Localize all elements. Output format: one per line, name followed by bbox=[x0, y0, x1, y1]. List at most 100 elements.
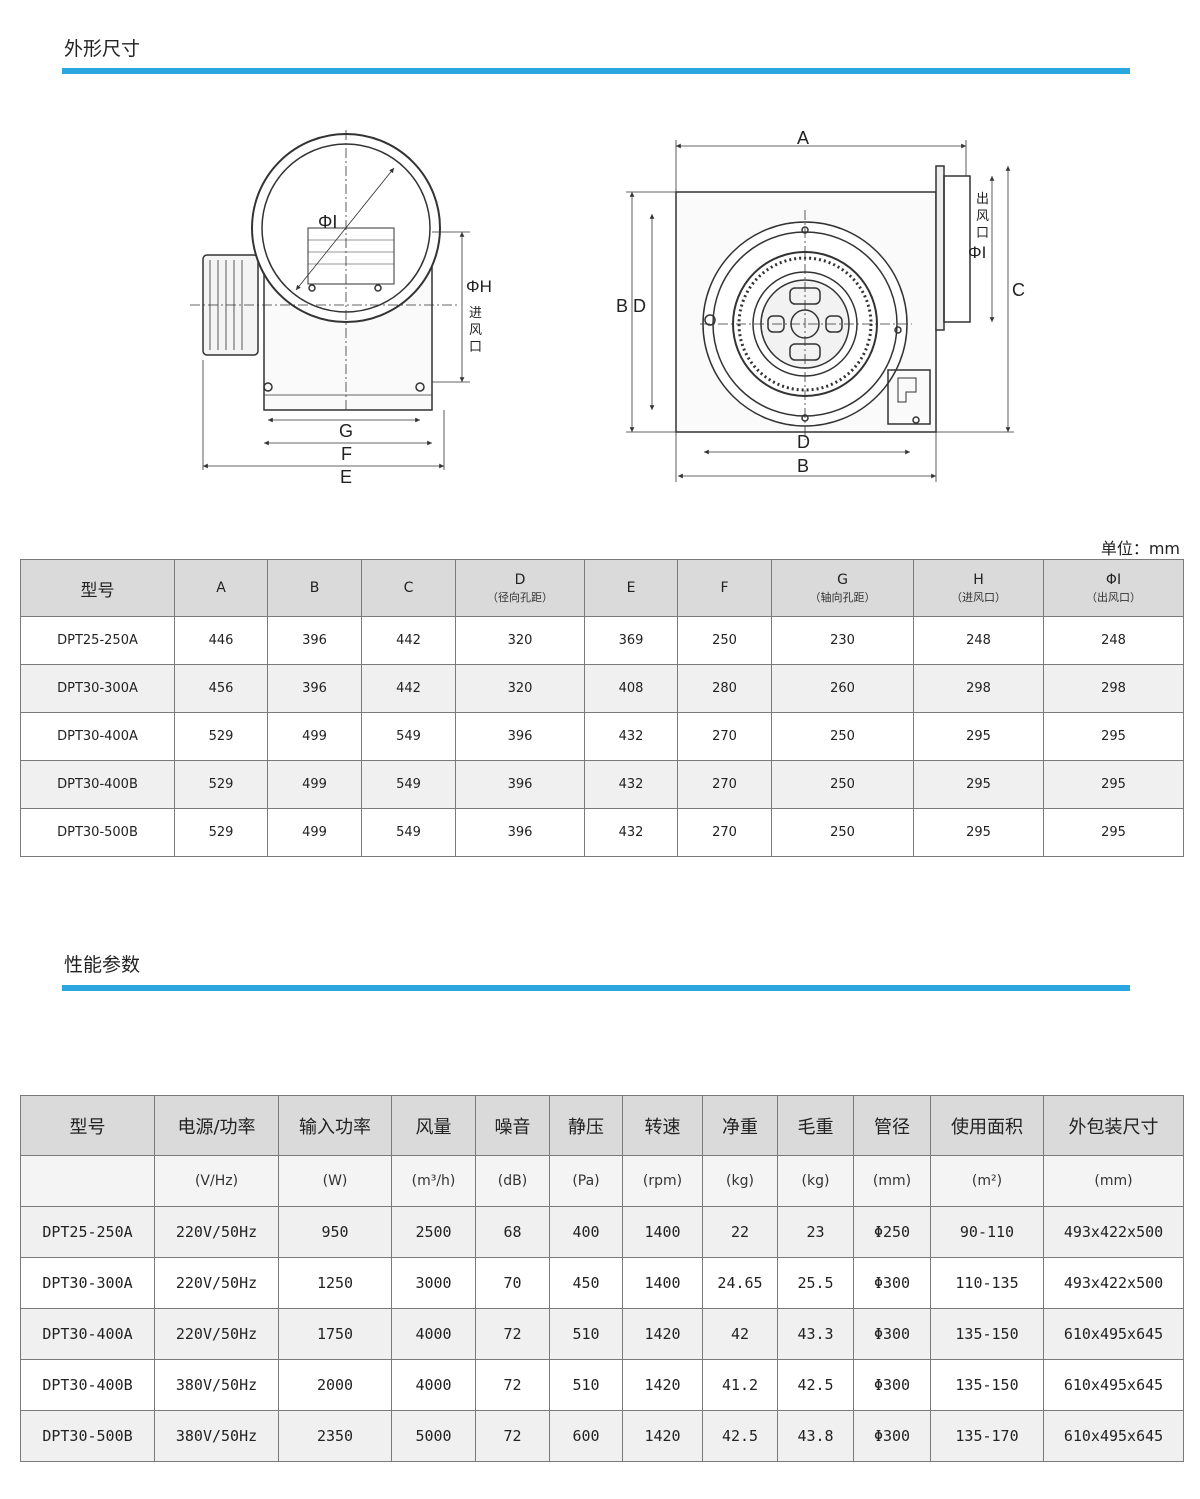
performance-cell: 600 bbox=[549, 1410, 623, 1462]
model-cell: DPT30-400B bbox=[20, 760, 175, 809]
performance-cell: 25.5 bbox=[777, 1257, 854, 1309]
perf-unit-0 bbox=[20, 1155, 155, 1207]
performance-cell: 510 bbox=[549, 1308, 623, 1360]
perf-header-7: 净重 bbox=[702, 1095, 778, 1156]
dimension-cell: 529 bbox=[174, 712, 268, 761]
performance-cell: 4000 bbox=[391, 1308, 476, 1360]
dimension-cell: 432 bbox=[584, 712, 678, 761]
dim-header-4: D（径向孔距） bbox=[455, 559, 585, 617]
dimension-cell: 446 bbox=[174, 616, 268, 665]
dimension-cell: 529 bbox=[174, 760, 268, 809]
performance-cell: 43.3 bbox=[777, 1308, 854, 1360]
performance-cell: 1750 bbox=[278, 1308, 392, 1360]
performance-cell: 493x422x500 bbox=[1043, 1206, 1184, 1258]
dimension-cell: 250 bbox=[771, 760, 914, 809]
dim-header-main: B bbox=[309, 580, 320, 596]
performance-cell: 22 bbox=[702, 1206, 778, 1258]
dimension-cell: 270 bbox=[677, 712, 772, 761]
dim-header-main: 型号 bbox=[80, 580, 115, 601]
dimension-drawings: ΦI ΦH 进 风 口 G F E bbox=[190, 128, 1025, 487]
perf-header-8: 毛重 bbox=[777, 1095, 854, 1156]
dimension-cell: 295 bbox=[1043, 808, 1184, 857]
performance-cell: 220V/50Hz bbox=[154, 1206, 279, 1258]
model-cell: DPT30-400A bbox=[20, 712, 175, 761]
dimension-cell: 248 bbox=[1043, 616, 1184, 665]
front-inlet-label-1: 进 bbox=[469, 305, 482, 320]
performance-cell: 493x422x500 bbox=[1043, 1257, 1184, 1309]
dimension-cell: 396 bbox=[455, 712, 585, 761]
dim-header-main: ΦI bbox=[1105, 571, 1122, 588]
model-cell: DPT30-300A bbox=[20, 1257, 155, 1309]
performance-cell: 220V/50Hz bbox=[154, 1257, 279, 1309]
performance-cell: 1250 bbox=[278, 1257, 392, 1309]
perf-header-1: 电源/功率 bbox=[154, 1095, 279, 1156]
performance-cell: Φ300 bbox=[853, 1308, 931, 1360]
performance-table-header: 型号电源/功率输入功率风量噪音静压转速净重毛重管径使用面积外包装尺寸 bbox=[20, 1095, 1184, 1156]
dim-header-1: A bbox=[174, 559, 268, 617]
dimension-cell: 295 bbox=[913, 808, 1044, 857]
perf-header-11: 外包装尺寸 bbox=[1043, 1095, 1184, 1156]
performance-cell: 70 bbox=[475, 1257, 550, 1309]
perf-unit-4: (dB) bbox=[475, 1155, 550, 1207]
perf-header-9: 管径 bbox=[853, 1095, 931, 1156]
side-d-label: D bbox=[797, 432, 810, 452]
performance-cell: Φ300 bbox=[853, 1410, 931, 1462]
dimension-cell: 295 bbox=[913, 760, 1044, 809]
performance-cell: Φ250 bbox=[853, 1206, 931, 1258]
side-a-label: A bbox=[797, 128, 809, 148]
dimension-cell: 456 bbox=[174, 664, 268, 713]
model-cell: DPT30-500B bbox=[20, 808, 175, 857]
performance-cell: 220V/50Hz bbox=[154, 1308, 279, 1360]
performance-cell: 23 bbox=[777, 1206, 854, 1258]
dimension-cell: 549 bbox=[361, 760, 456, 809]
unit-label: 单位：mm bbox=[1100, 539, 1180, 558]
dim-header-5: E bbox=[584, 559, 678, 617]
performance-cell: 1420 bbox=[622, 1359, 703, 1411]
performance-cell: 2000 bbox=[278, 1359, 392, 1411]
dimension-cell: 529 bbox=[174, 808, 268, 857]
dim-header-8: H（进风口） bbox=[913, 559, 1044, 617]
dim-header-main: A bbox=[216, 580, 226, 596]
performance-cell: 42.5 bbox=[777, 1359, 854, 1411]
performance-cell: 1400 bbox=[622, 1206, 703, 1258]
perf-header-10: 使用面积 bbox=[930, 1095, 1044, 1156]
dimension-cell: 250 bbox=[771, 712, 914, 761]
front-g-label: G bbox=[339, 421, 353, 441]
perf-header-6: 转速 bbox=[622, 1095, 703, 1156]
dimension-cell: 549 bbox=[361, 808, 456, 857]
model-cell: DPT25-250A bbox=[20, 616, 175, 665]
dimension-cell: 396 bbox=[267, 616, 362, 665]
front-inlet-label-2: 风 bbox=[469, 322, 482, 337]
dimension-cell: 320 bbox=[455, 616, 585, 665]
dim-header-main: D bbox=[514, 571, 526, 588]
section-title-performance: 性能参数 bbox=[64, 954, 141, 976]
dim-header-main: G bbox=[837, 571, 848, 588]
dimension-cell: 298 bbox=[913, 664, 1044, 713]
dimension-cell: 408 bbox=[584, 664, 678, 713]
performance-cell: 4000 bbox=[391, 1359, 476, 1411]
performance-cell: 1420 bbox=[622, 1308, 703, 1360]
dim-header-sub: （轴向孔距） bbox=[809, 590, 876, 604]
performance-cell: 43.8 bbox=[777, 1410, 854, 1462]
performance-cell: 610x495x645 bbox=[1043, 1410, 1184, 1462]
performance-cell: 610x495x645 bbox=[1043, 1359, 1184, 1411]
dimension-cell: 396 bbox=[455, 808, 585, 857]
model-cell: DPT25-250A bbox=[20, 1206, 155, 1258]
performance-cell: 950 bbox=[278, 1206, 392, 1258]
side-phi-i-label: ΦI bbox=[968, 243, 986, 262]
performance-cell: 400 bbox=[549, 1206, 623, 1258]
performance-cell: 2500 bbox=[391, 1206, 476, 1258]
perf-unit-1: (V/Hz) bbox=[154, 1155, 279, 1207]
dim-header-sub: （进风口） bbox=[951, 590, 1006, 604]
perf-unit-5: (Pa) bbox=[549, 1155, 623, 1207]
performance-cell: 72 bbox=[475, 1308, 550, 1360]
dim-header-3: C bbox=[361, 559, 456, 617]
